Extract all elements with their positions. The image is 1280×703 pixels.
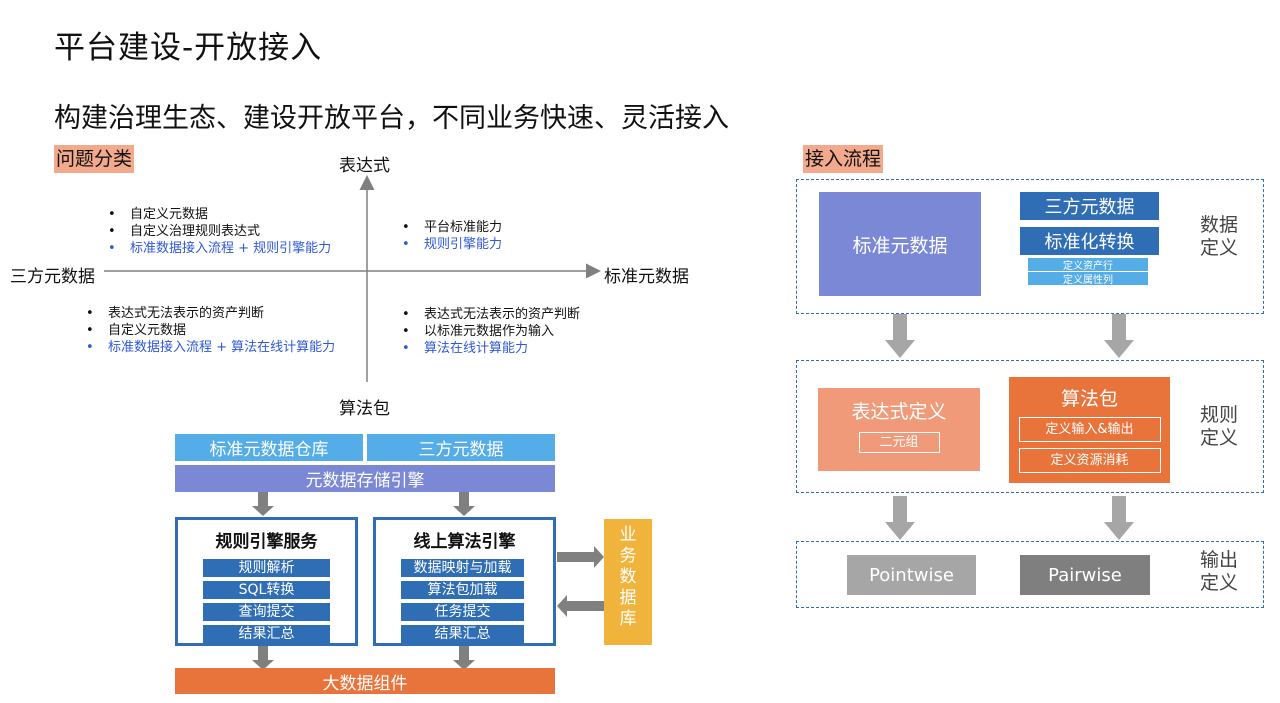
list-item: 自定义治理规则表达式 xyxy=(108,223,331,240)
side-label-line: 数据 xyxy=(1200,214,1239,236)
pairwise-block: Pairwise xyxy=(1020,555,1150,595)
rule-def-label: 规则 定义 xyxy=(1200,404,1238,450)
side-label-line: 定义 xyxy=(1200,427,1239,449)
algo-engine-item: 任务提交 xyxy=(401,603,524,621)
define-attr-col: 定义属性列 xyxy=(1028,272,1148,286)
define-asset-row: 定义资产行 xyxy=(1028,258,1148,272)
data-definition-group xyxy=(796,179,1264,314)
third-meta-block: 三方元数据 xyxy=(1020,192,1159,220)
list-item: 表达式无法表示的资产判断 xyxy=(86,305,335,322)
third-party-meta: 三方元数据 xyxy=(367,434,555,461)
online-algo-engine: 线上算法引擎 数据映射与加载 算法包加载 任务提交 结果汇总 xyxy=(373,517,556,646)
rule-engine-item: SQL转换 xyxy=(203,581,330,599)
output-def-label: 输出 定义 xyxy=(1200,549,1238,595)
side-label-line: 定义 xyxy=(1200,572,1239,594)
quadrant-top-right: 平台标准能力 规则引擎能力 xyxy=(402,219,502,253)
expr-def-sub: 二元组 xyxy=(858,432,940,453)
std-meta-warehouse: 标准元数据仓库 xyxy=(175,434,363,461)
list-item: 自定义元数据 xyxy=(108,206,331,223)
axis-bottom-label: 算法包 xyxy=(339,399,390,419)
side-label-line: 定义 xyxy=(1200,237,1239,259)
biz-db-char: 务 xyxy=(619,546,637,566)
rule-engine-service: 规则引擎服务 规则解析 SQL转换 查询提交 结果汇总 xyxy=(175,517,358,646)
biz-db-char: 据 xyxy=(619,588,637,608)
bigdata-components: 大数据组件 xyxy=(175,668,555,694)
algo-engine-title: 线上算法引擎 xyxy=(413,532,516,552)
quadrant-heading: 问题分类 xyxy=(54,145,135,173)
axis-left-label: 三方元数据 xyxy=(10,267,95,287)
algo-pkg-block: 算法包 定义输入&输出 定义资源消耗 xyxy=(1009,377,1170,483)
axis-top-label: 表达式 xyxy=(339,156,390,176)
algo-resource-def: 定义资源消耗 xyxy=(1018,448,1161,473)
list-item: 自定义元数据 xyxy=(86,322,335,339)
list-item: 表达式无法表示的资产判断 xyxy=(402,306,580,323)
side-label-line: 规则 xyxy=(1200,404,1239,426)
list-item: 标准数据接入流程 + 规则引擎能力 xyxy=(108,240,331,257)
list-item: 规则引擎能力 xyxy=(402,236,502,253)
rule-engine-item: 结果汇总 xyxy=(203,625,330,643)
std-meta-block: 标准元数据 xyxy=(819,192,981,296)
algo-pkg-title: 算法包 xyxy=(1060,388,1118,410)
flow-arrows xyxy=(885,314,1134,540)
quadrant-top-left: 自定义元数据 自定义治理规则表达式 标准数据接入流程 + 规则引擎能力 xyxy=(108,206,331,257)
rule-engine-item: 规则解析 xyxy=(203,559,330,577)
expr-def-title: 表达式定义 xyxy=(851,401,947,423)
rule-definition-group xyxy=(796,360,1264,493)
list-item: 标准数据接入流程 + 算法在线计算能力 xyxy=(86,339,335,356)
std-convert-block: 标准化转换 xyxy=(1020,227,1159,255)
rule-engine-title: 规则引擎服务 xyxy=(215,532,318,552)
arch-arrows xyxy=(252,492,604,670)
page-subtitle: 构建治理生态、建设开放平台，不同业务快速、灵活接入 xyxy=(54,103,729,134)
quadrant-bottom-right: 表达式无法表示的资产判断 以标准元数据作为输入 算法在线计算能力 xyxy=(402,306,580,357)
pointwise-block: Pointwise xyxy=(847,555,976,595)
algo-io-def: 定义输入&输出 xyxy=(1018,417,1161,442)
quadrant-bottom-left: 表达式无法表示的资产判断 自定义元数据 标准数据接入流程 + 算法在线计算能力 xyxy=(86,305,335,356)
list-item: 以标准元数据作为输入 xyxy=(402,323,580,340)
meta-storage-engine: 元数据存储引擎 xyxy=(175,465,555,492)
data-def-label: 数据 定义 xyxy=(1200,214,1238,260)
side-label-line: 输出 xyxy=(1200,549,1239,571)
quadrant-axes xyxy=(104,175,601,382)
biz-db-char: 业 xyxy=(619,525,637,545)
rule-engine-item: 查询提交 xyxy=(203,603,330,621)
list-item: 平台标准能力 xyxy=(402,219,502,236)
page-title: 平台建设-开放接入 xyxy=(54,30,323,66)
algo-engine-item: 数据映射与加载 xyxy=(401,559,524,577)
list-item: 算法在线计算能力 xyxy=(402,340,580,357)
biz-db-char: 库 xyxy=(619,609,637,629)
axis-right-label: 标准元数据 xyxy=(604,267,689,287)
business-database: 业 务 数 据 库 xyxy=(604,519,652,645)
algo-engine-item: 结果汇总 xyxy=(401,625,524,643)
expr-def-block: 表达式定义 二元组 xyxy=(818,388,980,471)
output-definition-group xyxy=(796,541,1264,608)
biz-db-char: 数 xyxy=(619,567,637,587)
flow-heading: 接入流程 xyxy=(803,145,884,173)
algo-engine-item: 算法包加载 xyxy=(401,581,524,599)
